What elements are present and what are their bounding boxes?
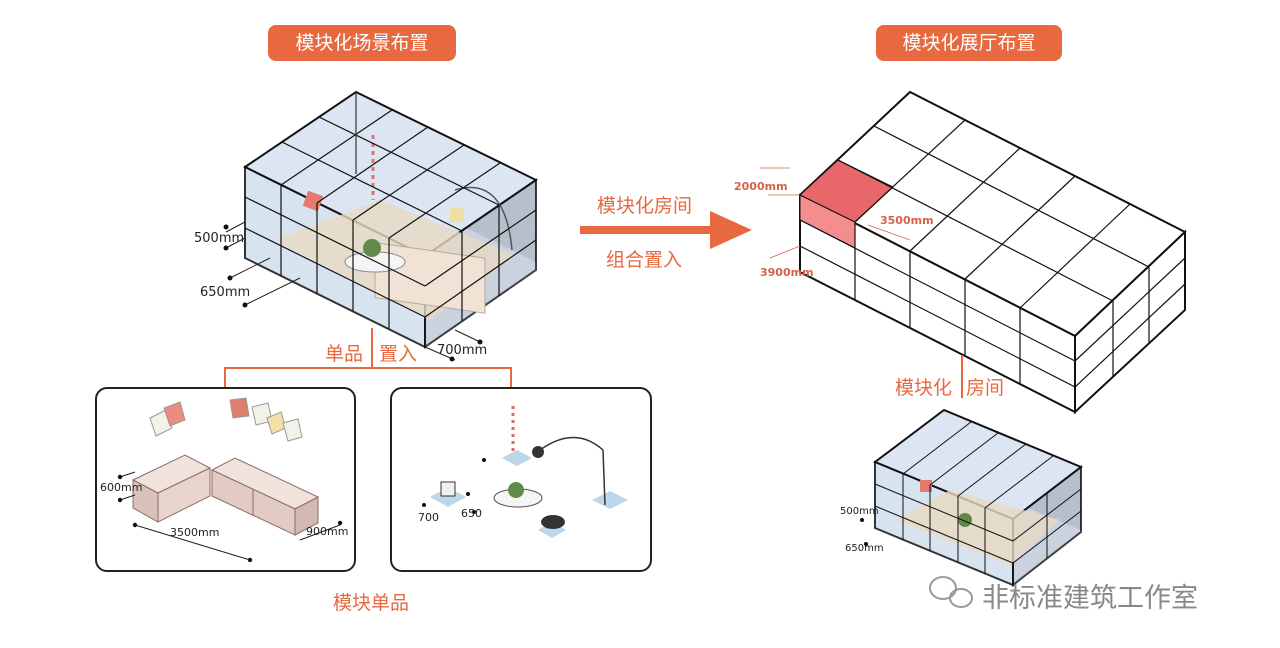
dim-main-650: 650mm bbox=[200, 285, 251, 300]
dim-sofa-600: 600mm bbox=[100, 481, 143, 494]
dim-small-500: 500mm bbox=[840, 506, 879, 517]
dim-grid-3900: 3900mm bbox=[760, 266, 814, 279]
dim-main-500: 500mm bbox=[194, 231, 245, 246]
dim-grid-2000: 2000mm bbox=[734, 180, 788, 193]
dim-chair-650: 650 bbox=[461, 507, 482, 520]
watermark-text: 非标准建筑工作室 bbox=[982, 583, 1198, 614]
dim-main-700: 700mm bbox=[437, 343, 488, 358]
right-arrow bbox=[580, 211, 752, 249]
title-left: 模块化场景布置 bbox=[268, 25, 456, 61]
dim-grid-3500: 3500mm bbox=[880, 214, 934, 227]
red-dimension-lines bbox=[760, 167, 911, 259]
label-place: 置入 bbox=[379, 343, 418, 365]
wechat-icon bbox=[929, 576, 973, 608]
dim-small-650: 650mm bbox=[845, 543, 884, 554]
dim-sofa-3500: 3500mm bbox=[170, 526, 220, 539]
showroom-grid-block bbox=[798, 90, 1187, 415]
arrow-label-bottom: 组合置入 bbox=[606, 249, 683, 271]
scene-box-main bbox=[223, 90, 538, 362]
bracket-connector bbox=[224, 328, 512, 387]
label-modular: 模块化 bbox=[895, 377, 953, 399]
furniture-panel bbox=[390, 387, 652, 572]
furniture-module bbox=[422, 406, 628, 538]
dim-chair-700: 700 bbox=[418, 511, 439, 524]
dim-sofa-900: 900mm bbox=[306, 525, 349, 538]
label-room: 房间 bbox=[966, 377, 1005, 399]
label-single: 单品 bbox=[325, 343, 364, 365]
arrow-label-top: 模块化房间 bbox=[597, 195, 693, 217]
sofa-module bbox=[117, 397, 343, 563]
scene-box-small bbox=[860, 408, 1083, 588]
title-right: 模块化展厅布置 bbox=[876, 25, 1062, 61]
showroom-grid-lines bbox=[799, 119, 1186, 388]
sofa-panel bbox=[95, 387, 356, 572]
label-module-items: 模块单品 bbox=[333, 592, 410, 614]
